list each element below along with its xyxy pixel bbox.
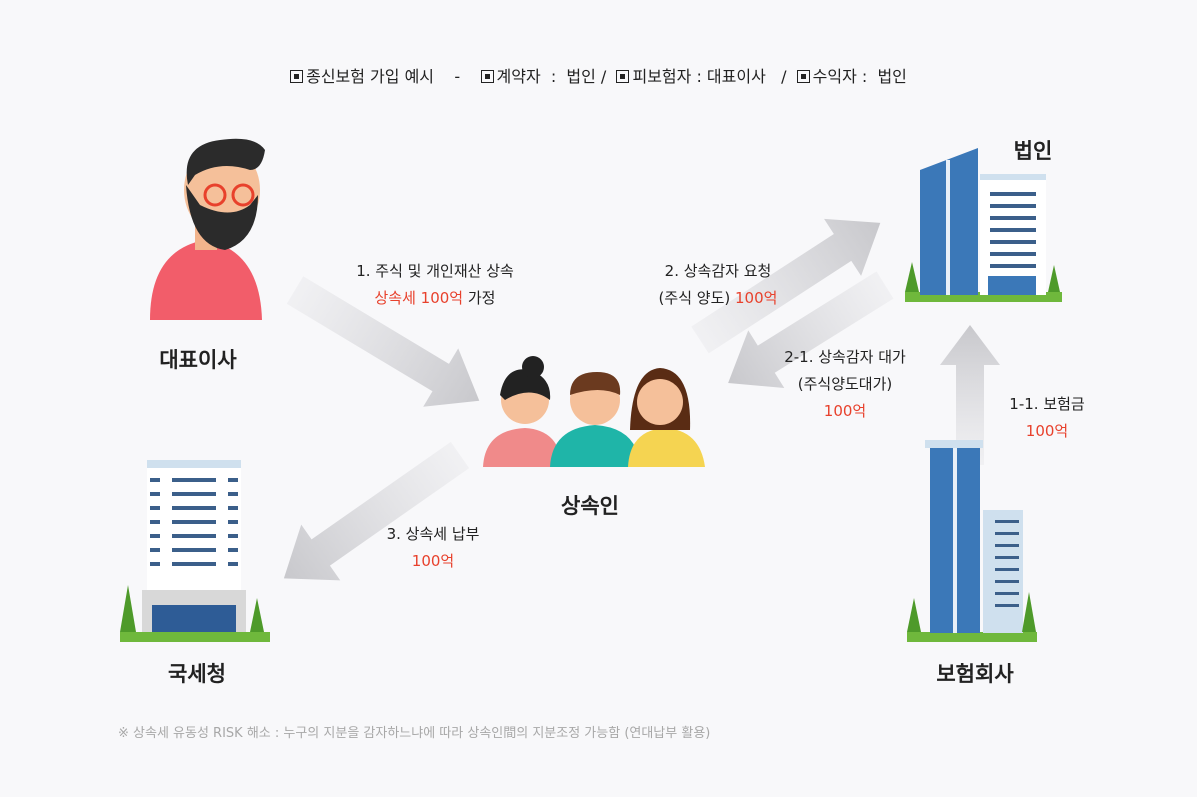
insurer-building-illustration [907, 440, 1037, 642]
heirs-illustration [483, 356, 705, 467]
insurer-label: 보험회사 [936, 662, 1014, 686]
ceo-label: 대표이사 [159, 348, 237, 372]
tax-office-label: 국세청 [168, 662, 226, 686]
flow-2-amount: 100억 [735, 289, 778, 307]
flow-1-1-caption: 1-1. 보험금 100억 [1009, 391, 1084, 445]
arrow-insurer-to-corp [940, 325, 1000, 465]
header-title: 종신보험 가입 예시 [306, 67, 435, 86]
flow-3-amount: 100억 [411, 552, 455, 570]
flow-2-1-detail: (주식양도대가) [797, 375, 893, 393]
flow-1-amount: 상속세 100억 [374, 289, 464, 307]
header-contractor: 계약자 : 법인 / [496, 67, 607, 86]
flow-1-1-amount: 100억 [1025, 422, 1069, 440]
corp-building-illustration [905, 148, 1062, 302]
arrow-heirs-to-corp [691, 218, 881, 354]
flow-2-caption: 2. 상속감자 요청 (주식 양도) 100억 [659, 258, 778, 312]
flow-2-1-title: 2-1. 상속감자 대가 [784, 348, 906, 366]
flow-1-suffix: 가정 [463, 289, 496, 307]
flow-3-title: 3. 상속세 납부 [386, 525, 480, 543]
header-beneficiary: 수익자 : 법인 [812, 67, 907, 86]
header-separator: - [454, 67, 461, 86]
header: 종신보험 가입 예시 - 계약자 : 법인 / 피보험자 : 대표이사 / 수익… [0, 63, 1197, 87]
flow-1-caption: 1. 주식 및 개인재산 상속 상속세 100억 가정 [356, 258, 514, 312]
arrow-ceo-to-heirs [286, 276, 480, 407]
flow-3-caption: 3. 상속세 납부 100억 [387, 521, 480, 575]
flow-2-1-caption: 2-1. 상속감자 대가 (주식양도대가) 100억 [784, 344, 906, 425]
header-insured: 피보험자 : 대표이사 [632, 67, 766, 86]
square-bullet-icon [616, 70, 630, 83]
tax-office-illustration [120, 460, 270, 642]
ceo-illustration [150, 138, 265, 320]
square-bullet-icon [480, 70, 494, 83]
flow-2-detail: (주식 양도) [658, 289, 736, 307]
corp-label: 법인 [1013, 139, 1053, 163]
flow-2-1-amount: 100억 [823, 402, 867, 420]
square-bullet-icon [796, 70, 810, 83]
footnote: ※ 상속세 유동성 RISK 해소 : 누구의 지분을 감자하느냐에 따라 상속… [118, 726, 711, 741]
heirs-label: 상속인 [561, 494, 619, 518]
arrow-corp-to-heirs [728, 271, 894, 389]
flow-2-title: 2. 상속감자 요청 [664, 262, 772, 280]
arrow-heirs-to-tax [283, 441, 470, 581]
square-bullet-icon [290, 70, 304, 83]
flow-1-1-title: 1-1. 보험금 [1009, 395, 1085, 413]
header-separator: / [781, 67, 787, 86]
flow-1-title: 1. 주식 및 개인재산 상속 [356, 262, 514, 280]
